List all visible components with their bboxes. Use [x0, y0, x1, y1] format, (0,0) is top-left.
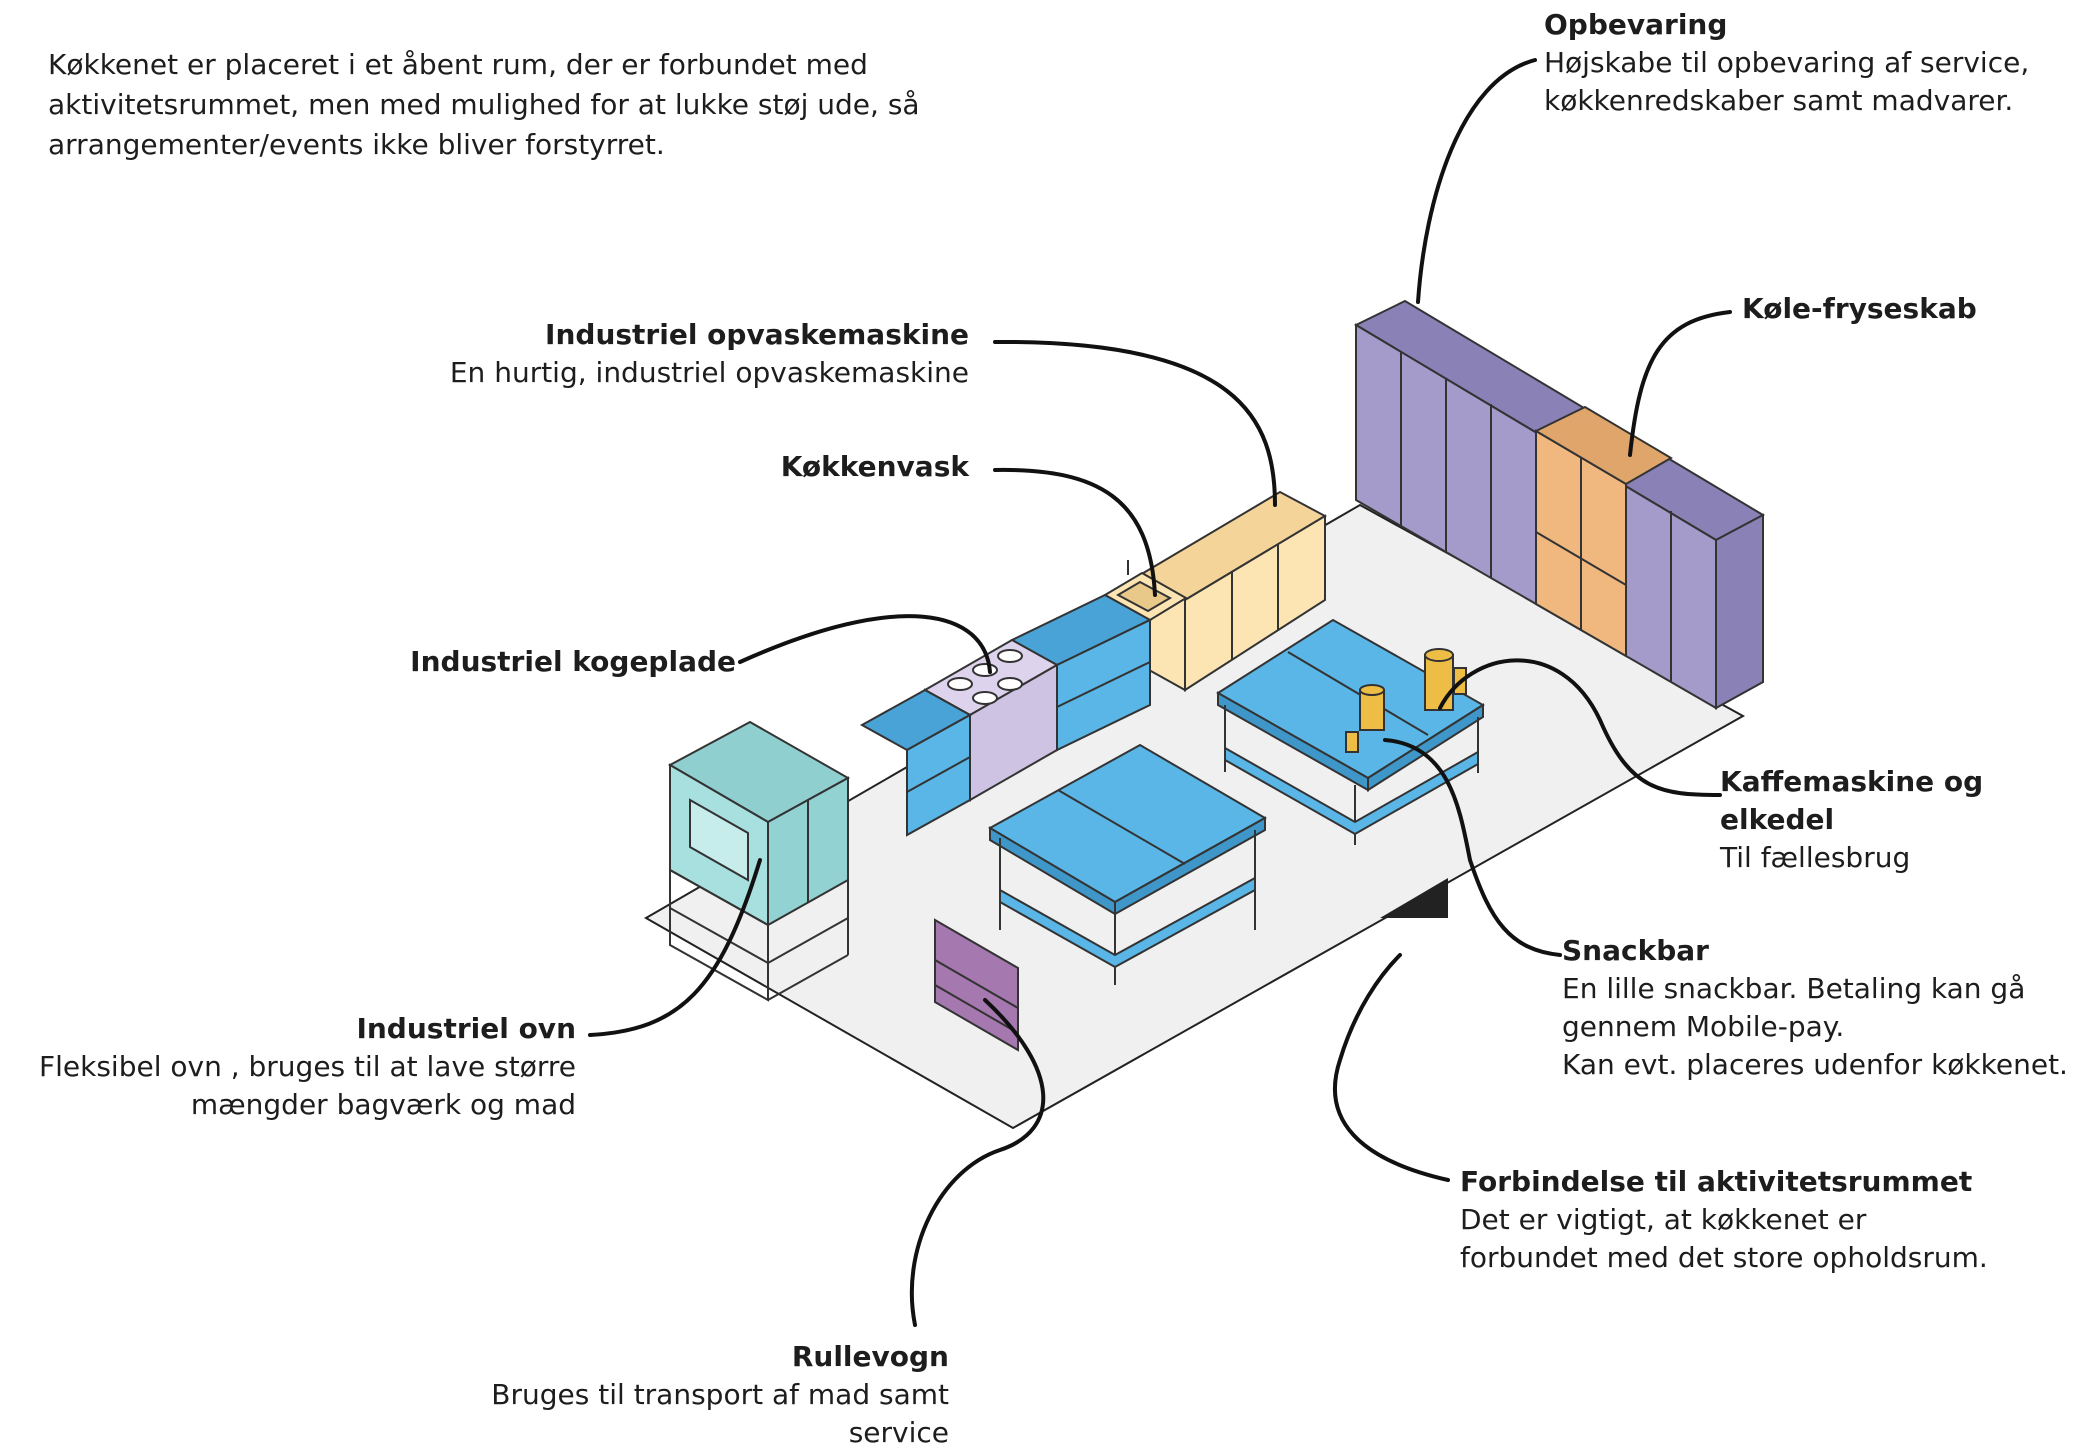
intro-paragraph: Køkkenet er placeret i et åbent rum, der… [48, 45, 920, 165]
label-rullevogn: Rullevogn Bruges til transport af mad sa… [491, 1338, 949, 1452]
coffee-machines [1345, 648, 1467, 753]
label-opbevaring-line2: køkkenredskaber samt madvarer. [1544, 84, 2014, 117]
label-kaffemaskine-line1: Til fællesbrug [1720, 841, 1911, 874]
intro-line-2: aktivitetsrummet, men med mulighed for a… [48, 88, 920, 121]
intro-line-3: arrangementer/events ikke bliver forstyr… [48, 128, 665, 161]
counter-row [859, 490, 1328, 837]
label-ovn-line1: Fleksibel ovn , bruges til at lave størr… [39, 1050, 576, 1083]
industrial-ovens [667, 720, 851, 1002]
label-ovn-title: Industriel ovn [356, 1012, 576, 1045]
label-opvaskemaskine: Industriel opvaskemaskine En hurtig, ind… [450, 316, 969, 392]
label-snackbar: Snackbar En lille snackbar. Betaling kan… [1562, 932, 2068, 1084]
label-forbindelse-line2: forbundet med det store opholdsrum. [1460, 1241, 1988, 1274]
label-forbindelse-title: Forbindelse til aktivitetsrummet [1460, 1165, 1973, 1198]
label-opvaskemaskine-line1: En hurtig, industriel opvaskemaskine [449, 356, 969, 389]
label-kaffemaskine: Kaffemaskine og elkedel Til fællesbrug [1720, 763, 2094, 877]
label-rullevogn-title: Rullevogn [791, 1340, 949, 1373]
connection-arrow [1380, 878, 1448, 918]
label-snackbar-line2: gennem Mobile-pay. [1562, 1010, 1845, 1043]
label-kole-fryseskab-title: Køle-fryseskab [1742, 292, 1977, 325]
leader-lines [588, 58, 1732, 1327]
label-rullevogn-line1: Bruges til transport af mad samt [491, 1378, 949, 1411]
label-kokkenvask: Køkkenvask [781, 448, 969, 486]
intro-line-1: Køkkenet er placeret i et åbent rum, der… [48, 48, 868, 81]
label-rullevogn-line2: service [848, 1416, 949, 1449]
label-opbevaring-line1: Højskabe til opbevaring af service, [1544, 46, 2030, 79]
label-snackbar-title: Snackbar [1562, 934, 1709, 967]
island-front [987, 743, 1268, 985]
island-back [1216, 618, 1485, 845]
label-opvaskemaskine-title: Industriel opvaskemaskine [545, 318, 969, 351]
label-opbevaring-title: Opbevaring [1544, 8, 1728, 41]
label-forbindelse: Forbindelse til aktivitetsrummet Det er … [1460, 1163, 1988, 1277]
label-kaffemaskine-title: Kaffemaskine og elkedel [1720, 765, 1984, 836]
label-kogeplade: Industriel kogeplade [410, 643, 736, 681]
trolley [934, 918, 1019, 1052]
label-ovn: Industriel ovn Fleksibel ovn , bruges ti… [39, 1010, 576, 1124]
label-snackbar-line3: Kan evt. placeres udenfor køkkenet. [1562, 1048, 2068, 1081]
label-forbindelse-line1: Det er vigtigt, at køkkenet er [1460, 1203, 1867, 1236]
label-snackbar-line1: En lille snackbar. Betaling kan gå [1562, 972, 2026, 1005]
label-kogeplade-title: Industriel kogeplade [410, 645, 736, 678]
label-kole-fryseskab: Køle-fryseskab [1742, 290, 1977, 328]
label-opbevaring: Opbevaring Højskabe til opbevaring af se… [1544, 6, 2029, 120]
label-kokkenvask-title: Køkkenvask [780, 450, 969, 483]
fridge-freezer [1533, 405, 1673, 658]
label-ovn-line2: mængder bagværk og mad [190, 1088, 576, 1121]
